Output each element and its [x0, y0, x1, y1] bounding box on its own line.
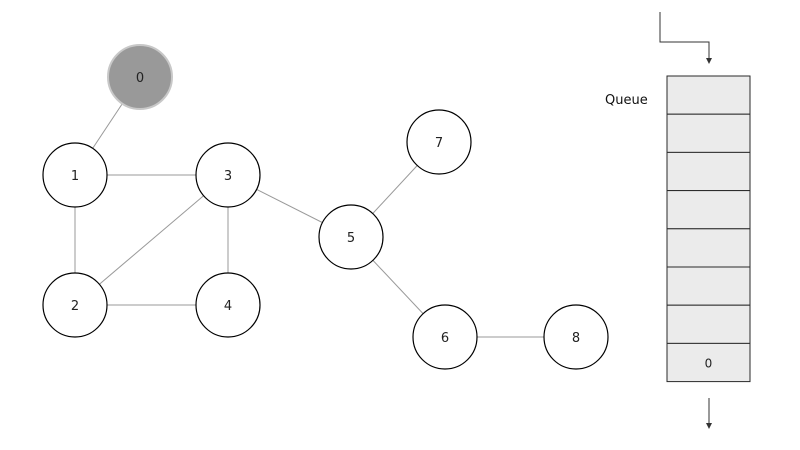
node-5: 5: [318, 204, 384, 270]
queue-cell-4: [666, 228, 751, 268]
node-7: 7: [406, 109, 472, 175]
node-label-6: 6: [441, 331, 449, 346]
node-circle-2: [42, 272, 108, 338]
edge-2-3: [74, 174, 229, 306]
node-1: 1: [42, 142, 108, 208]
node-2: 2: [42, 272, 108, 338]
queue-label: Queue: [605, 93, 648, 108]
node-circle-1: [42, 142, 108, 208]
node-0: 0: [107, 44, 173, 110]
node-4: 4: [195, 272, 261, 338]
graph-nodes: 0 1 2 3 4 5 6 7 8: [42, 44, 609, 370]
node-label-2: 2: [71, 299, 79, 314]
node-circle-3: [195, 142, 261, 208]
node-circle-0: [107, 44, 173, 110]
node-label-8: 8: [572, 331, 580, 346]
queue: Queue 0: [605, 12, 751, 429]
node-6: 6: [412, 304, 478, 370]
queue-cell-2: [666, 151, 751, 192]
node-circle-7: [406, 109, 472, 175]
queue-cell-7: [666, 342, 751, 383]
node-circle-6: [412, 304, 478, 370]
node-3: 3: [195, 142, 261, 208]
queue-cell-6: [666, 304, 751, 344]
node-circle-8: [543, 304, 609, 370]
node-8: 8: [543, 304, 609, 370]
queue-cell-1: [666, 113, 751, 153]
node-label-0: 0: [136, 71, 144, 86]
queue-cell-value-7: 0: [705, 357, 713, 371]
node-label-4: 4: [224, 299, 232, 314]
queue-cell-5: [666, 266, 751, 306]
graph-edges: [74, 76, 576, 338]
node-label-7: 7: [435, 136, 443, 151]
node-label-5: 5: [347, 231, 355, 246]
node-label-1: 1: [71, 169, 79, 184]
node-circle-5: [318, 204, 384, 270]
queue-cell-3: [666, 190, 751, 230]
queue-cells: 0: [666, 75, 751, 383]
node-label-3: 3: [224, 169, 232, 184]
node-circle-4: [195, 272, 261, 338]
queue-cell-0: [666, 75, 751, 115]
enqueue-arrow-icon: [659, 12, 712, 64]
